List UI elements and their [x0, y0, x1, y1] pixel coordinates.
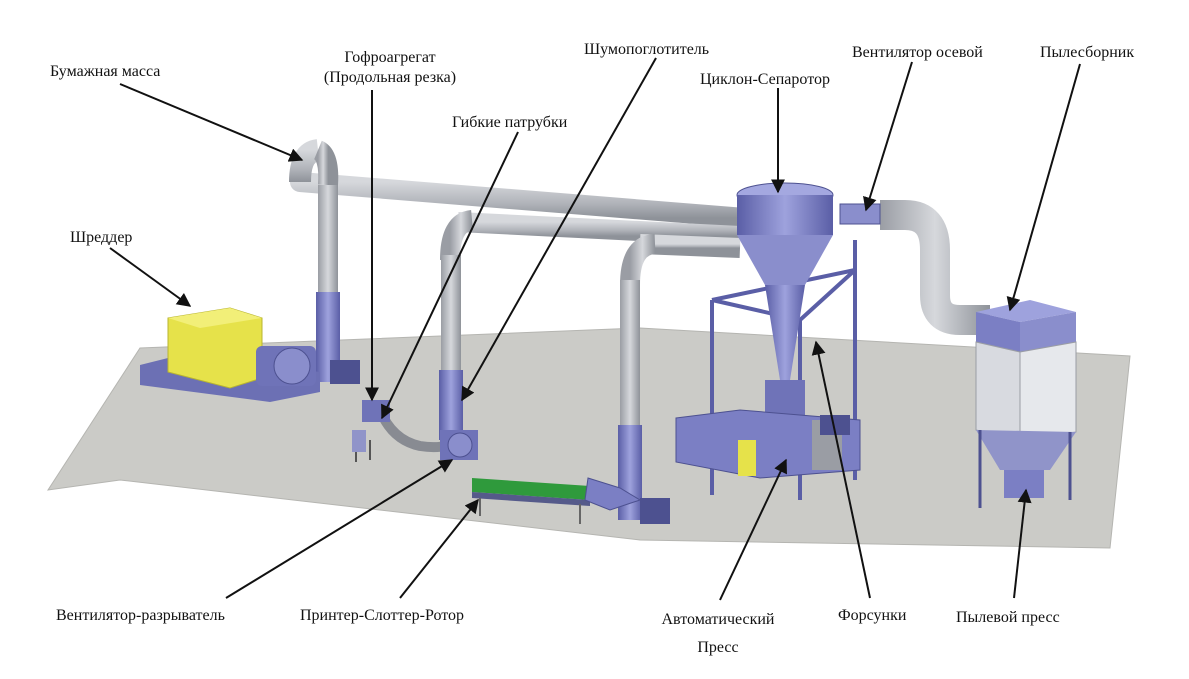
arrow-axial-fan: [863, 61, 913, 212]
label-printer-slotter: Принтер-Слоттер-Ротор: [300, 607, 465, 624]
label-corrugator-line2: (Продольная резка): [323, 69, 457, 86]
arrow-paper-pulp: [119, 83, 304, 162]
arrow-dust-collector: [1006, 63, 1081, 312]
label-paper-pulp: Бумажная масса: [50, 63, 161, 80]
label-axial-fan: Вентилятор осевой: [852, 44, 983, 61]
label-auto-press-line2: Пресс: [697, 639, 739, 656]
breaker-fan-unit: [440, 430, 478, 460]
label-dust-press: Пылевой пресс: [956, 609, 1060, 626]
arrow-silencer: [461, 57, 657, 402]
label-silencer: Шумопоглотитель: [584, 41, 710, 58]
arrow-nozzles: [811, 340, 871, 599]
conveyor: [472, 477, 670, 524]
shredder-machine: [140, 307, 360, 402]
label-nozzles: Форсунки: [838, 607, 907, 624]
label-flexible-pipes: Гибкие патрубки: [452, 114, 568, 131]
arrow-auto-press: [719, 458, 787, 601]
arrow-printer-slotter: [399, 498, 479, 599]
dust-collector: [975, 300, 1077, 508]
callout-arrows: [109, 57, 1081, 601]
label-shredder: Шреддер: [70, 229, 133, 246]
cyclone-separator: [710, 182, 881, 500]
label-dust-collector: Пылесборник: [1040, 44, 1135, 61]
label-cyclone: Циклон-Сепаротор: [700, 71, 830, 88]
arrow-dust-press: [1013, 488, 1032, 599]
label-auto-press-line1: Автоматический: [661, 611, 775, 628]
arrow-flexible-pipes: [381, 131, 519, 420]
label-breaker-fan: Вентилятор-разрыватель: [56, 607, 225, 624]
label-corrugator-line1: Гофроагрегат: [344, 49, 436, 66]
label-corrugator: Гофроагрегат (Продольная резка): [300, 48, 480, 88]
label-auto-press: Автоматический Пресс: [650, 606, 786, 662]
arrow-breaker-fan: [225, 459, 454, 599]
arrow-shredder: [109, 247, 192, 307]
